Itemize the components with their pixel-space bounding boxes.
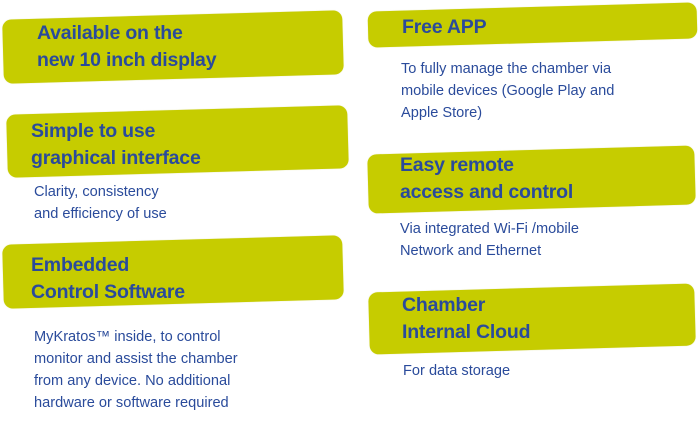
feature-title: Embedded Control Software <box>31 254 185 303</box>
feature-description: Via integrated Wi-Fi /mobile Network and… <box>400 221 579 259</box>
feature-title: Easy remote access and control <box>400 154 574 203</box>
feature-title: Simple to use graphical interface <box>31 120 201 169</box>
feature-title: Available on the new 10 inch display <box>37 22 217 71</box>
feature-title: Free APP <box>402 16 487 38</box>
feature-description: MyKratos™ inside, to control monitor and… <box>34 329 238 411</box>
feature-description: For data storage <box>403 363 511 379</box>
feature-description: To fully manage the chamber via mobile d… <box>401 61 615 121</box>
feature-description: Clarity, consistency and efficiency of u… <box>34 184 167 222</box>
feature-title: Chamber Internal Cloud <box>402 294 531 343</box>
